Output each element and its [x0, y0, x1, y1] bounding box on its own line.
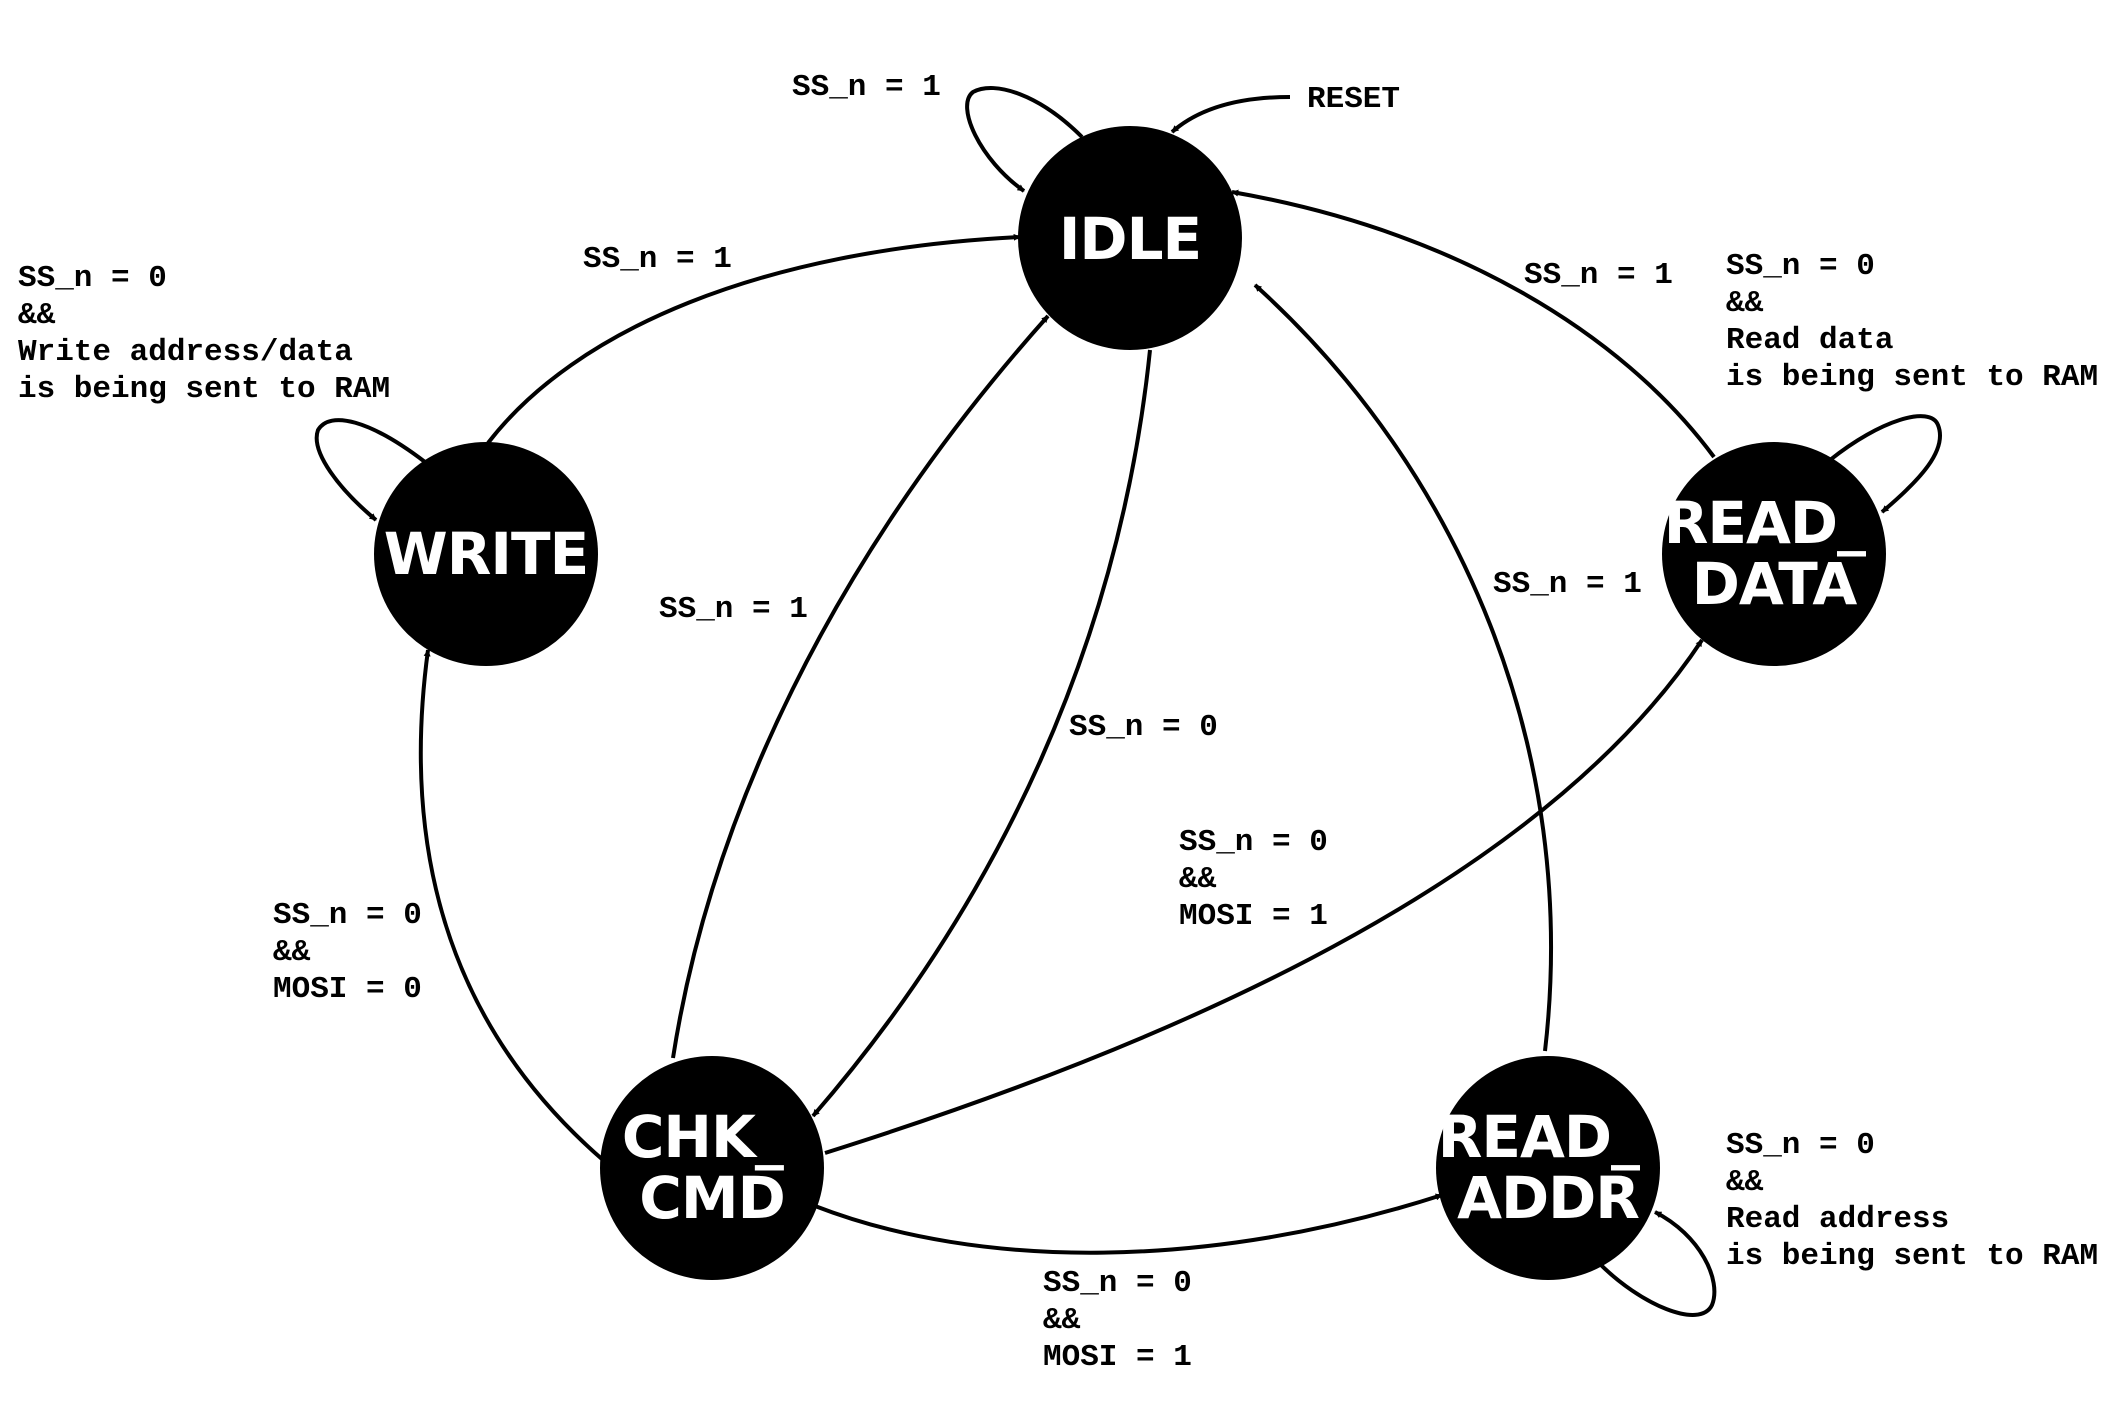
label-read-addr-self: SS_n = 0 && Read address is being sent t… — [1726, 1128, 2098, 1274]
label-idle-to-chk-cmd: SS_n = 0 — [1069, 710, 1218, 745]
state-read-addr-label: READ_ ADDR — [1438, 1103, 1659, 1232]
edge-read-addr-self — [1596, 1210, 1717, 1317]
label-idle-self: SS_n = 1 — [792, 70, 941, 105]
state-chk-cmd-circle — [600, 1056, 824, 1280]
label-chk-cmd-to-read-addr: SS_n = 0 && MOSI = 1 — [1043, 1266, 1210, 1375]
state-write-label: WRITE — [384, 520, 588, 588]
label-chk-cmd-to-write: SS_n = 0 && MOSI = 0 — [273, 898, 440, 1007]
state-idle: IDLE — [1018, 126, 1242, 350]
edge-read-data-to-idle — [1231, 189, 1716, 459]
edge-idle-self — [965, 86, 1084, 193]
state-chk-cmd: CHK_ CMD — [600, 1056, 824, 1280]
state-idle-label: IDLE — [1059, 205, 1201, 273]
state-read-addr-circle — [1436, 1056, 1660, 1280]
state-chk-cmd-label: CHK_ CMD — [622, 1103, 802, 1232]
edge-chk-cmd-to-read-addr — [814, 1193, 1443, 1255]
state-write-circle — [374, 442, 598, 666]
state-write: WRITE — [374, 442, 598, 666]
label-read-addr-to-idle: SS_n = 1 — [1493, 567, 1642, 602]
label-write-to-idle: SS_n = 1 — [583, 242, 732, 277]
label-chk-cmd-to-idle: SS_n = 1 — [659, 592, 808, 627]
edge-write-to-idle — [486, 233, 1021, 445]
state-read-data-label: READ_ DATA — [1664, 489, 1885, 618]
state-read-data-circle — [1662, 442, 1886, 666]
transition-labels: RESET SS_n = 1 SS_n = 1 SS_n = 0 && Writ… — [18, 70, 2098, 1375]
edges — [314, 86, 1942, 1317]
edge-read-addr-to-idle — [1253, 283, 1553, 1052]
state-read-data: READ_ DATA — [1662, 442, 1886, 666]
edge-write-self — [314, 418, 427, 522]
edge-chk-cmd-to-read-data — [824, 638, 1704, 1155]
edge-chk-cmd-to-write — [418, 649, 605, 1162]
edge-chk-cmd-to-idle — [671, 314, 1050, 1059]
label-read-data-self: SS_n = 0 && Read data is being sent to R… — [1726, 249, 2098, 395]
label-reset: RESET — [1307, 82, 1400, 117]
state-read-addr: READ_ ADDR — [1436, 1056, 1660, 1280]
label-read-data-to-idle: SS_n = 1 — [1524, 258, 1673, 293]
edge-idle-to-chk-cmd — [811, 349, 1152, 1118]
label-write-self: SS_n = 0 && Write address/data is being … — [18, 261, 390, 407]
edge-read-data-self — [1828, 414, 1942, 514]
label-chk-cmd-to-read-data: SS_n = 0 && MOSI = 1 — [1179, 825, 1346, 934]
edge-reset — [1170, 95, 1291, 134]
state-idle-circle — [1018, 126, 1242, 350]
